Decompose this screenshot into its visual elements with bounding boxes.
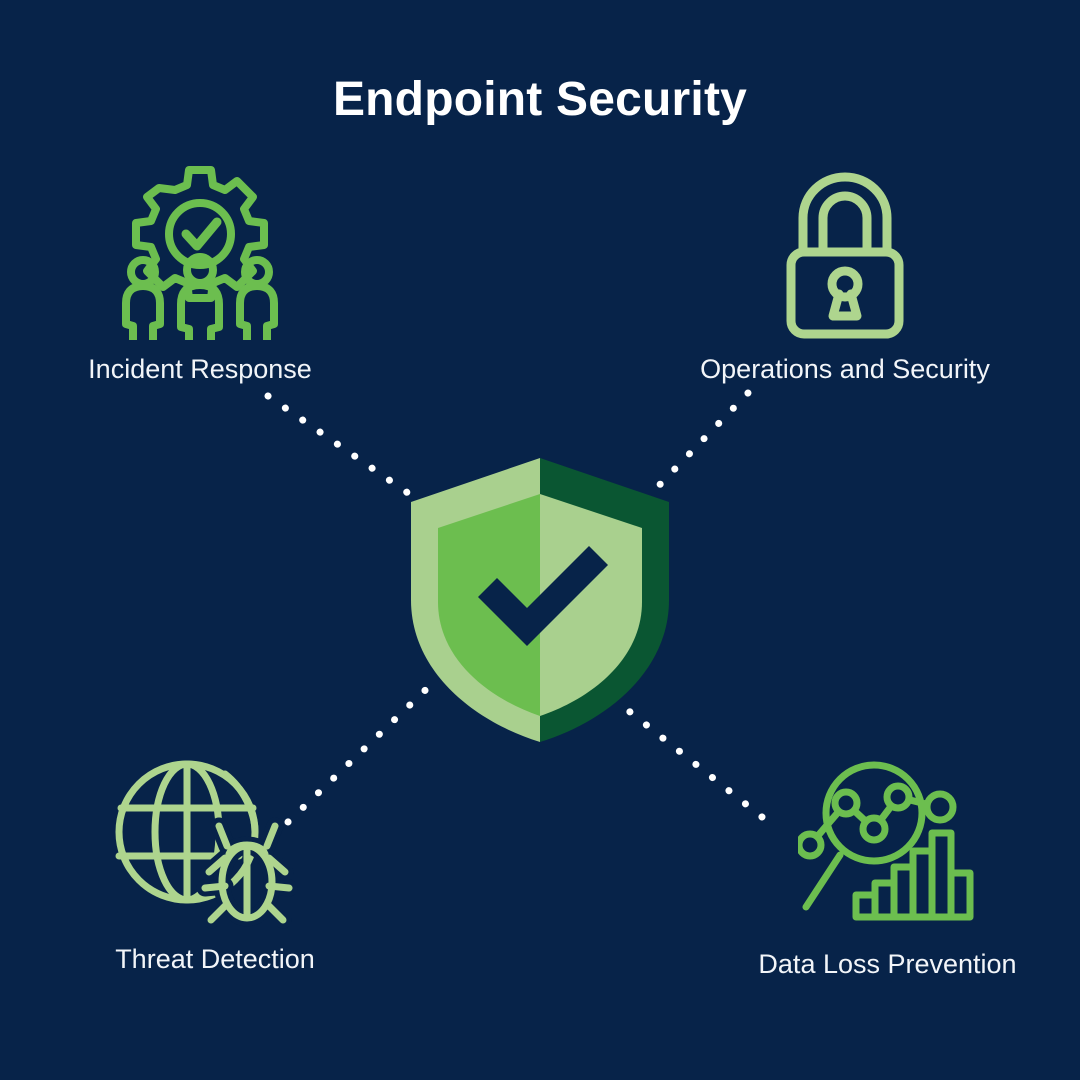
- node-label-data-loss-prevention: Data Loss Prevention: [758, 949, 1017, 979]
- page-title: Endpoint Security: [332, 73, 748, 126]
- node-incident-response[interactable]: Incident Response: [60, 160, 340, 385]
- node-operations-security[interactable]: Operations and Security: [690, 160, 1000, 385]
- node-label-incident-response: Incident Response: [88, 354, 312, 384]
- connector-threat-detection: [284, 672, 444, 826]
- node-label-threat-detection: Threat Detection: [115, 944, 315, 974]
- node-label-operations-security: Operations and Security: [700, 354, 990, 384]
- padlock-icon: [786, 172, 904, 339]
- globe-bug-icon: [115, 760, 298, 929]
- connector-incident-response: [264, 392, 422, 504]
- gear-check-people-icon: [122, 166, 278, 340]
- connector-operations-security: [641, 389, 752, 504]
- node-data-loss-prevention[interactable]: Data Loss Prevention: [755, 755, 1020, 980]
- center-shield: [405, 450, 675, 750]
- shield-check-icon: [411, 458, 669, 742]
- magnifier-chart-icon: [797, 761, 973, 921]
- node-threat-detection[interactable]: Threat Detection: [95, 760, 335, 975]
- connector-data-loss-prevention: [601, 688, 766, 821]
